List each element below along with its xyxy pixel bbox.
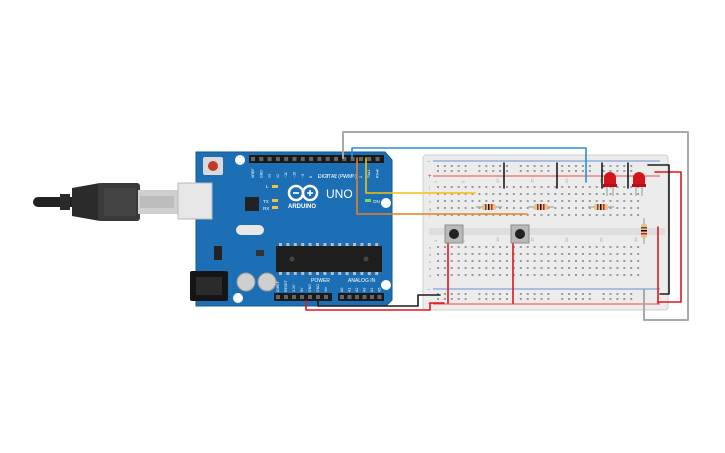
resistor-2 xyxy=(528,204,554,210)
bb-col-label-1-1: 1 xyxy=(433,239,438,242)
bb-col-label-25-0: 25 xyxy=(599,178,604,183)
power-pin-label-2: 3.3V xyxy=(292,284,296,292)
bb-col-label-25-1: 25 xyxy=(599,237,604,242)
power-pin-label-1: RESET xyxy=(284,279,288,292)
rx-label: RX xyxy=(263,206,269,211)
button-2[interactable] xyxy=(510,224,530,244)
bb-col-label-5-0: 5 xyxy=(461,180,466,183)
power-header-label: POWER xyxy=(311,278,330,284)
analog-pin-label-0: A0 xyxy=(340,288,344,292)
digital-pin-label-15: RX◂0 xyxy=(376,169,380,178)
digital-pin-label-4: ~11 xyxy=(284,172,288,178)
bb-row-label-h: h xyxy=(429,199,431,204)
blue-wire xyxy=(351,147,587,183)
resistor-4 xyxy=(641,218,647,244)
on-led-label: ON xyxy=(373,199,380,204)
analog-pin-label-4: A4 xyxy=(370,288,374,292)
digital-pin-label-0: AREF xyxy=(251,168,255,178)
analog-pin-label-1: A1 xyxy=(348,288,352,292)
digital-pin-label-1: GND xyxy=(259,170,263,178)
bb-row-label-e: e xyxy=(429,245,432,250)
bb-col-label-1-0: 1 xyxy=(433,180,438,183)
bb-row-label-a: a xyxy=(429,273,432,278)
digital-pin-label-13: 2 xyxy=(359,176,363,178)
usb-cable xyxy=(33,183,178,221)
analog-pin-label-5: A5 xyxy=(378,288,382,292)
digital-pin-label-12: ~3 xyxy=(351,174,355,178)
bb-col-label-30-1: 30 xyxy=(633,237,638,242)
bb-col-label-20-0: 20 xyxy=(564,178,569,183)
arduino-uno: ARDUINO UNO DIGITAL (PWM~) POWER ANALOG … xyxy=(177,151,393,307)
rail-plus-top: + xyxy=(428,174,432,180)
black-ground-wire xyxy=(317,294,441,307)
digital-pin-label-10: ~5 xyxy=(334,174,338,178)
power-pin-label-3: 5V xyxy=(300,287,304,292)
bb-row-label-c: c xyxy=(429,259,431,264)
arduino-brand-text: ARDUINO xyxy=(288,204,316,210)
bb-col-label-15-0: 15 xyxy=(530,178,535,183)
digital-pin-label-7: 8 xyxy=(309,176,313,178)
bb-row-label-i: i xyxy=(429,192,430,197)
bb-row-label-d: d xyxy=(429,252,431,257)
power-pin-label-4: GND xyxy=(308,284,312,292)
arduino-logo-icon xyxy=(287,184,319,202)
digital-pin-label-5: ~10 xyxy=(293,172,297,178)
red-5v-wire xyxy=(305,300,445,311)
digital-pin-label-8: 7 xyxy=(317,176,321,178)
bb-col-label-15-1: 15 xyxy=(530,237,535,242)
tx-label: TX xyxy=(263,199,269,204)
power-pin-label-6: Vin xyxy=(324,287,328,292)
orange-wire xyxy=(356,157,528,215)
digital-pin-label-2: 13 xyxy=(268,174,272,178)
gray-wire xyxy=(342,131,689,321)
analog-pin-label-3: A3 xyxy=(363,288,367,292)
l-led-label: L xyxy=(266,184,269,189)
red-rail-link-wire xyxy=(654,171,682,303)
button-1[interactable] xyxy=(444,224,464,244)
led-2 xyxy=(632,172,646,196)
analog-header xyxy=(338,293,384,301)
power-pin-label-5: GND xyxy=(316,284,320,292)
bb-row-label-j: j xyxy=(428,185,430,190)
digital-pin-label-14: TX▸1 xyxy=(367,170,371,178)
arduino-model-text: UNO xyxy=(326,187,353,201)
digital-pin-label-9: ~6 xyxy=(326,174,330,178)
usb-port xyxy=(177,182,213,220)
rail-minus-top: - xyxy=(428,159,430,165)
led-1 xyxy=(603,172,617,196)
digital-header xyxy=(249,155,384,163)
resistor-3 xyxy=(588,204,614,210)
bb-col-label-10-1: 10 xyxy=(495,237,500,242)
digital-pin-label-11: 4 xyxy=(342,176,346,178)
bb-col-label-10-0: 10 xyxy=(495,178,500,183)
bb-col-label-20-1: 20 xyxy=(564,237,569,242)
digital-header-label: DIGITAL (PWM~) xyxy=(318,174,357,180)
black-rail-link-wire xyxy=(647,164,670,295)
analog-pin-label-2: A2 xyxy=(355,288,359,292)
digital-pin-label-3: 12 xyxy=(276,174,280,178)
analog-header-label: ANALOG IN xyxy=(348,278,376,284)
yellow-wire xyxy=(365,157,476,194)
bb-row-label-g: g xyxy=(429,206,431,211)
bb-row-label-b: b xyxy=(429,266,432,271)
digital-pin-label-6: ~9 xyxy=(301,174,305,178)
power-pin-label-0: IOREF xyxy=(276,280,280,292)
resistor-1 xyxy=(476,204,502,210)
bb-row-label-f: f xyxy=(429,213,431,218)
rail-minus-bottom: - xyxy=(428,287,430,293)
